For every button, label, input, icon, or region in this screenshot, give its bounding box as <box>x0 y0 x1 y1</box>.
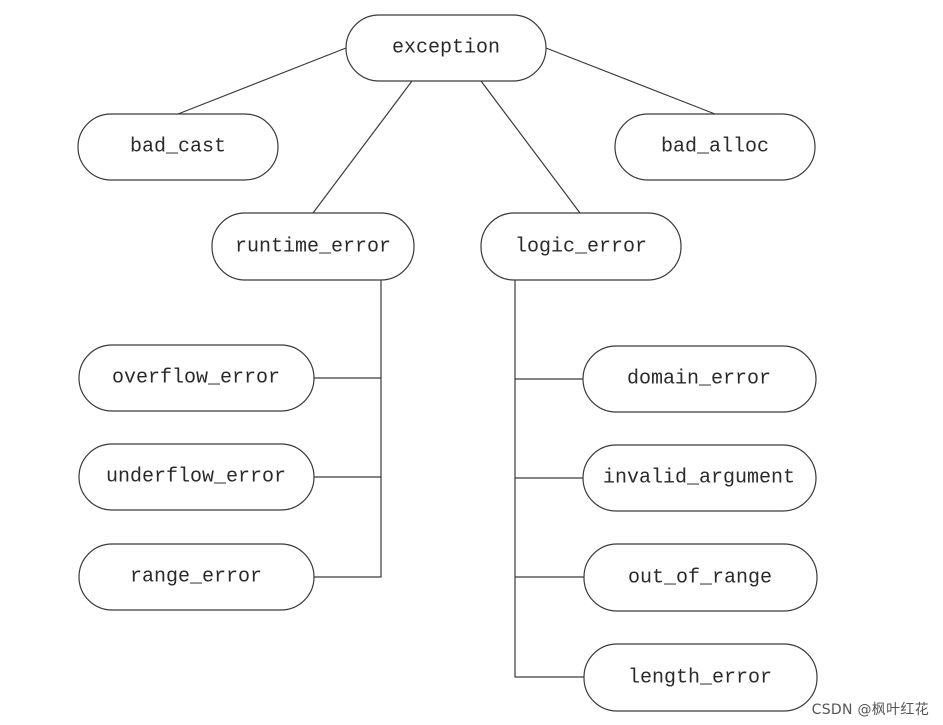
node-exception: exception <box>345 14 547 82</box>
connectors <box>177 47 716 678</box>
node-bad_cast: bad_cast <box>77 113 279 181</box>
node-logic_error-label: logic_error <box>515 236 647 259</box>
edge-exception-bad_alloc <box>545 47 716 115</box>
node-length_error-label: length_error <box>628 667 772 690</box>
node-range_error: range_error <box>78 543 315 611</box>
node-invalid_argument: invalid_argument <box>582 444 817 512</box>
node-length_error: length_error <box>583 643 818 712</box>
node-invalid_argument-label: invalid_argument <box>603 467 795 490</box>
node-runtime_error-label: runtime_error <box>235 236 391 259</box>
node-range_error-label: range_error <box>130 566 262 589</box>
edge-runtime_error-children <box>314 280 382 578</box>
node-overflow_error: overflow_error <box>78 344 315 412</box>
node-underflow_error: underflow_error <box>78 443 315 511</box>
node-runtime_error: runtime_error <box>211 212 415 281</box>
node-domain_error-label: domain_error <box>627 368 771 391</box>
node-underflow_error-label: underflow_error <box>106 466 286 489</box>
edge-exception-runtime_error <box>312 80 413 214</box>
node-overflow_error-label: overflow_error <box>112 367 280 390</box>
node-out_of_range-label: out_of_range <box>628 567 772 590</box>
edge-exception-logic_error <box>480 80 581 214</box>
node-bad_alloc-label: bad_alloc <box>661 136 769 159</box>
node-bad_alloc: bad_alloc <box>614 113 816 181</box>
node-out_of_range: out_of_range <box>583 543 818 612</box>
node-logic_error: logic_error <box>480 212 682 281</box>
watermark: CSDN @枫叶红花 <box>811 702 929 718</box>
node-exception-label: exception <box>392 37 500 60</box>
node-domain_error: domain_error <box>582 345 817 413</box>
node-bad_cast-label: bad_cast <box>130 136 226 159</box>
edge-exception-bad_cast <box>177 47 347 115</box>
edge-logic_error-children <box>514 280 584 678</box>
